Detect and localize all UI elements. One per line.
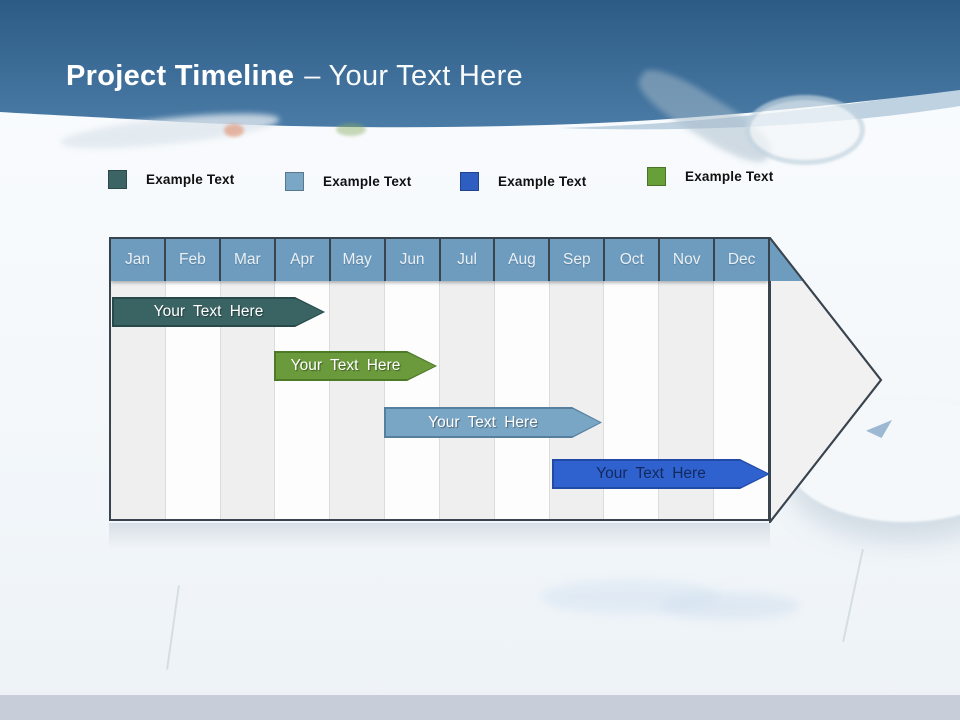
- month-cell-aug: Aug: [493, 239, 548, 281]
- month-cell-jun: Jun: [383, 239, 439, 281]
- arrowhead-outline: [769, 237, 883, 523]
- timeline-bar-1: Your Text Here: [112, 297, 325, 327]
- bottom-bar: [0, 695, 960, 720]
- legend-label: Example Text: [323, 174, 412, 189]
- month-cell-sep: Sep: [548, 239, 603, 281]
- legend-item-4: Example Text: [647, 167, 773, 186]
- timeline-bar-2: Your Text Here: [274, 351, 437, 381]
- month-cell-jul: Jul: [438, 239, 494, 281]
- timeline-bar-4: Your Text Here: [552, 459, 770, 489]
- background-art-contrail: [166, 585, 180, 670]
- month-cell-jan: Jan: [124, 251, 150, 268]
- timeline-month-header: Jan Feb Mar Apr May Jun Jul Aug Sep Oct …: [111, 239, 768, 281]
- month-cell-nov: Nov: [658, 239, 713, 281]
- month-cell-feb: Feb: [163, 239, 219, 281]
- background-art-contrail: [842, 548, 864, 643]
- timeline-arrowhead: [769, 237, 883, 523]
- legend-label: Example Text: [146, 172, 235, 187]
- month-cell-apr: Apr: [273, 239, 329, 281]
- bar-label: Your Text Here: [596, 465, 706, 482]
- timeline-bar-3: Your Text Here: [384, 407, 602, 438]
- legend-item-1: Example Text: [108, 170, 234, 189]
- bar-fill: [114, 299, 323, 325]
- month-cell-mar: Mar: [218, 239, 274, 281]
- grid-column: [438, 281, 494, 519]
- bar-label: Your Text Here: [428, 413, 538, 431]
- legend-swatch-teal: [108, 170, 127, 189]
- background-art-cloud: [660, 592, 800, 620]
- legend-label: Example Text: [685, 169, 774, 184]
- title-bold-part: Project Timeline: [66, 60, 295, 92]
- bar-label: Your Text Here: [290, 357, 401, 374]
- page-title: Project Timeline – Your Text Here: [66, 60, 523, 93]
- title-regular-part: – Your Text Here: [304, 60, 523, 92]
- legend-swatch-green: [647, 167, 666, 186]
- month-cell-dec: Dec: [713, 239, 768, 281]
- bar-fill: [386, 409, 600, 436]
- bar-fill: [276, 353, 435, 379]
- legend-item-3: Example Text: [460, 172, 586, 191]
- background-art-cloud: [540, 580, 720, 614]
- legend-item-2: Example Text: [285, 172, 411, 191]
- bar-fill: [554, 461, 768, 487]
- grid-column: [493, 281, 549, 519]
- legend-swatch-blue: [460, 172, 479, 191]
- grid-column: [329, 281, 385, 519]
- month-cell-oct: Oct: [603, 239, 658, 281]
- month-cell-may: May: [328, 239, 384, 281]
- legend-label: Example Text: [498, 174, 587, 189]
- bar-label: Your Text Here: [153, 303, 264, 320]
- grid-column: [384, 281, 439, 519]
- table-reflection: [109, 523, 770, 549]
- legend-swatch-lightblue: [285, 172, 304, 191]
